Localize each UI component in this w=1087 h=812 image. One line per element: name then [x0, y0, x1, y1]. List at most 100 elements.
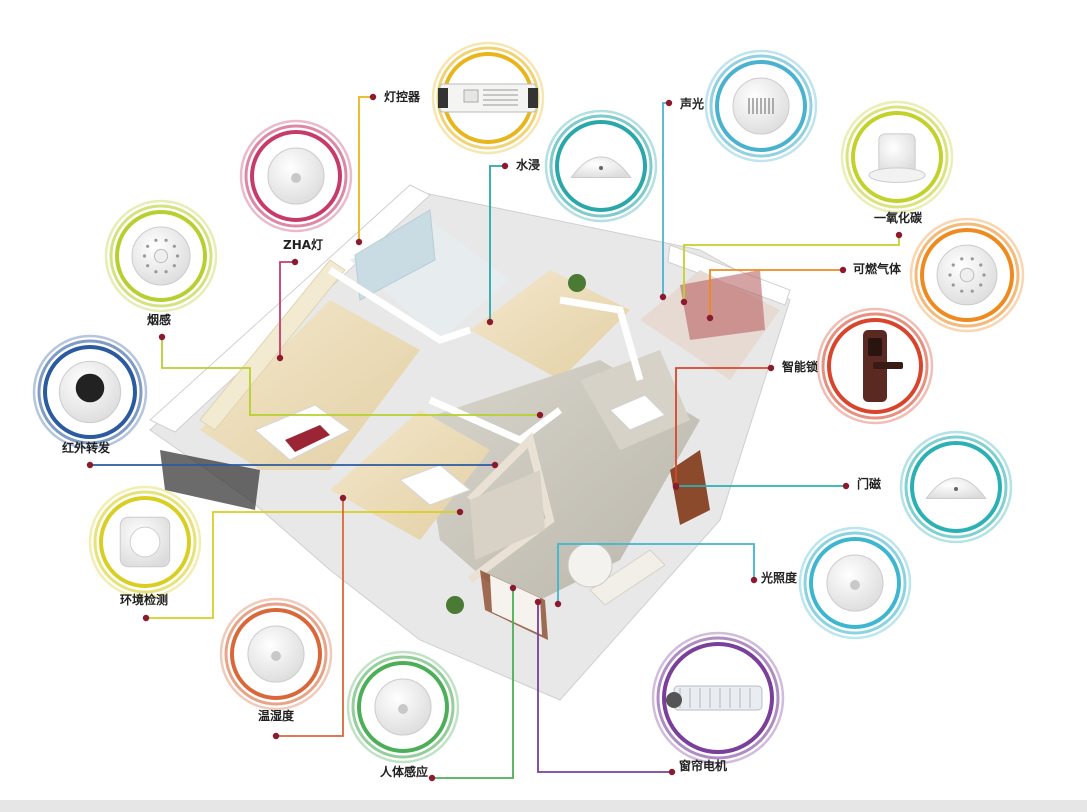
ir-forwarder-label-dot: [86, 461, 94, 469]
temp-humidity-label-dot: [272, 732, 280, 740]
temp-humidity-sensor-icon-part: [271, 651, 281, 661]
smoke-detector-icon-part: [175, 254, 180, 258]
water-leak-label: 水浸: [516, 158, 541, 172]
gas-detector-icon-part: [982, 273, 986, 277]
illuminance-device: [798, 526, 912, 640]
gas-sensor-ring: [909, 217, 1025, 333]
water-leak-ring: [549, 114, 653, 218]
floor-plan: [149, 184, 791, 701]
curtain-motor-location-dot: [534, 598, 542, 606]
smart-lock-ring: [821, 312, 929, 420]
dining-table: [609, 394, 666, 431]
ir-forwarder-ring: [32, 334, 148, 450]
smoke-detector-icon-part: [142, 254, 147, 258]
motion-sensor-icon-part: [398, 704, 408, 714]
smoke-sensor-device: [104, 199, 218, 313]
smoke-sensor-ring: [109, 204, 213, 308]
co-sensor-device: [840, 100, 954, 214]
door-sensor-ring: [899, 430, 1013, 544]
curtain-motor-icon-part: [666, 692, 682, 708]
body-sensor-ring: [357, 661, 449, 753]
bottom-bar: [0, 800, 1087, 812]
door-sensor-device: [899, 430, 1013, 544]
temp-humidity-location-dot: [339, 494, 347, 502]
entry-door: [670, 450, 710, 525]
curtain-motor-ring: [651, 631, 785, 765]
curtain-motor-icon: [666, 685, 763, 711]
square-sensor-icon: [119, 516, 171, 568]
lamp-controller-ring: [431, 41, 545, 155]
smart-lock-ring: [816, 307, 934, 425]
ir-forwarder-ring: [43, 345, 137, 439]
smart-lock-label: 智能锁: [782, 360, 819, 374]
water-leak-label-dot: [501, 162, 509, 170]
water-leak-ring: [555, 120, 647, 212]
kitchen-cabinet: [680, 270, 765, 340]
smoke-detector-icon-part: [172, 244, 176, 248]
co-detector-icon: [868, 133, 926, 183]
lamp-controller-location-dot: [355, 238, 363, 246]
curtain-motor-ring: [662, 642, 774, 754]
body-sensor-label-dot: [428, 774, 436, 782]
ir-blaster-icon: [58, 360, 122, 424]
gas-detector-icon-part: [960, 289, 964, 293]
curtain-motor-connector-line: [537, 602, 672, 773]
water-leak-sensor-icon: [570, 156, 632, 179]
door-sensor-ring: [904, 435, 1008, 539]
gas-detector-icon-part: [979, 283, 983, 287]
gas-detector-icon: [936, 244, 998, 306]
gas-sensor-ring: [920, 228, 1014, 322]
door-sensor-label: 门磁: [857, 477, 882, 491]
co-sensor-connector-line: [683, 235, 900, 302]
environment-sensor-ring: [93, 490, 197, 594]
curtain-motor-ring: [656, 636, 780, 760]
bedroom-floor: [200, 300, 420, 470]
body-sensor-location-dot: [509, 584, 517, 592]
zha-light-ring: [244, 124, 348, 228]
smoke-sensor-ring: [115, 210, 207, 302]
door-sensor-ring: [910, 441, 1002, 533]
gas-detector-icon-part: [960, 257, 964, 261]
co-sensor-ring: [840, 100, 954, 214]
temp-humidity-ring: [224, 602, 328, 706]
body-sensor-ring: [351, 655, 455, 759]
co-sensor-location-dot: [680, 298, 688, 306]
smoke-sensor-ring: [104, 199, 218, 313]
door-contact-icon-part: [954, 487, 958, 491]
gas-sensor-device: [909, 217, 1025, 333]
gas-detector-icon-part: [948, 273, 952, 277]
smoke-detector-icon-part: [154, 270, 158, 274]
siren-icon: [732, 77, 790, 135]
smoke-detector-icon-part: [164, 270, 168, 274]
controller-box-icon-part: [438, 88, 448, 108]
lamp-controller-device: [431, 41, 545, 155]
smart-lock-connector-line: [675, 367, 771, 487]
motion-sensor-icon: [374, 678, 432, 736]
smoke-sensor-connector-line: [161, 337, 540, 416]
temp-humidity-sensor-icon: [247, 625, 305, 683]
illuminance-label: 光照度: [761, 571, 798, 585]
gas-sensor-label-dot: [839, 266, 847, 274]
sound-light-label: 声光: [680, 97, 705, 111]
environment-sensor-location-dot: [456, 508, 464, 516]
gas-detector-icon-part: [959, 267, 975, 283]
temp-humidity-label: 温湿度: [258, 709, 295, 723]
smoke-detector-icon-part: [172, 264, 176, 268]
zha-light-label-dot: [291, 258, 299, 266]
ir-forwarder-ring: [37, 339, 143, 445]
curtain-motor-label-dot: [668, 768, 676, 776]
curtain-motor-icon-part: [673, 685, 763, 711]
co-sensor-label-dot: [895, 231, 903, 239]
smart-lock-ring: [827, 318, 923, 414]
square-sensor-icon-part: [129, 526, 161, 558]
controller-box-icon-part: [439, 83, 537, 113]
controller-box-icon-part: [528, 88, 538, 108]
water-leak-sensor-icon-part: [599, 166, 603, 170]
device-icons: [32, 41, 1025, 765]
door-lock-icon-part: [873, 362, 903, 369]
connector-lines: [86, 93, 903, 782]
light-sensor-icon-part: [850, 580, 860, 590]
environment-sensor-label-dot: [142, 614, 150, 622]
bed-runner: [285, 425, 330, 452]
sound-light-ring: [704, 49, 818, 163]
